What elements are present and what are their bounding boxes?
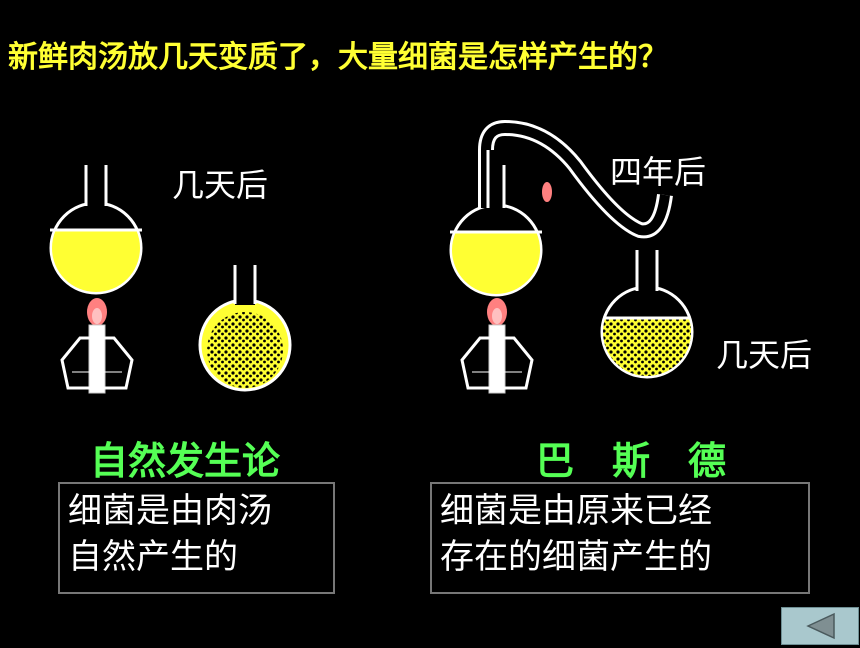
left-alcohol-lamp	[60, 298, 134, 394]
left-explanation-box: 细菌是由肉汤 自然产生的	[58, 482, 335, 594]
right-alcohol-lamp	[460, 298, 534, 394]
left-time-label: 几天后	[172, 166, 269, 204]
left-explanation-line2: 自然产生的	[68, 537, 238, 577]
left-heated-flask	[49, 165, 143, 295]
left-explanation-line1: 细菌是由肉汤	[68, 491, 272, 531]
left-spoiled-flask	[198, 265, 292, 392]
page-title: 新鲜肉汤放几天变质了，大量细菌是怎样产生的？	[8, 40, 668, 75]
right-explanation-line1: 细菌是由原来已经	[440, 491, 712, 531]
tube-time-label: 四年后	[610, 153, 707, 191]
right-time-label: 几天后	[716, 336, 813, 374]
swan-neck-flask	[449, 119, 673, 297]
right-explanation-box: 细菌是由原来已经 存在的细菌产生的	[430, 482, 810, 594]
theory-label: 自然发生论	[90, 439, 281, 483]
left-triangle-icon	[806, 612, 835, 640]
right-explanation-line2: 存在的细菌产生的	[440, 537, 712, 577]
previous-slide-button[interactable]	[781, 607, 859, 645]
right-spoiled-flask	[600, 250, 694, 379]
scientist-label: 巴 斯 德	[536, 439, 727, 483]
